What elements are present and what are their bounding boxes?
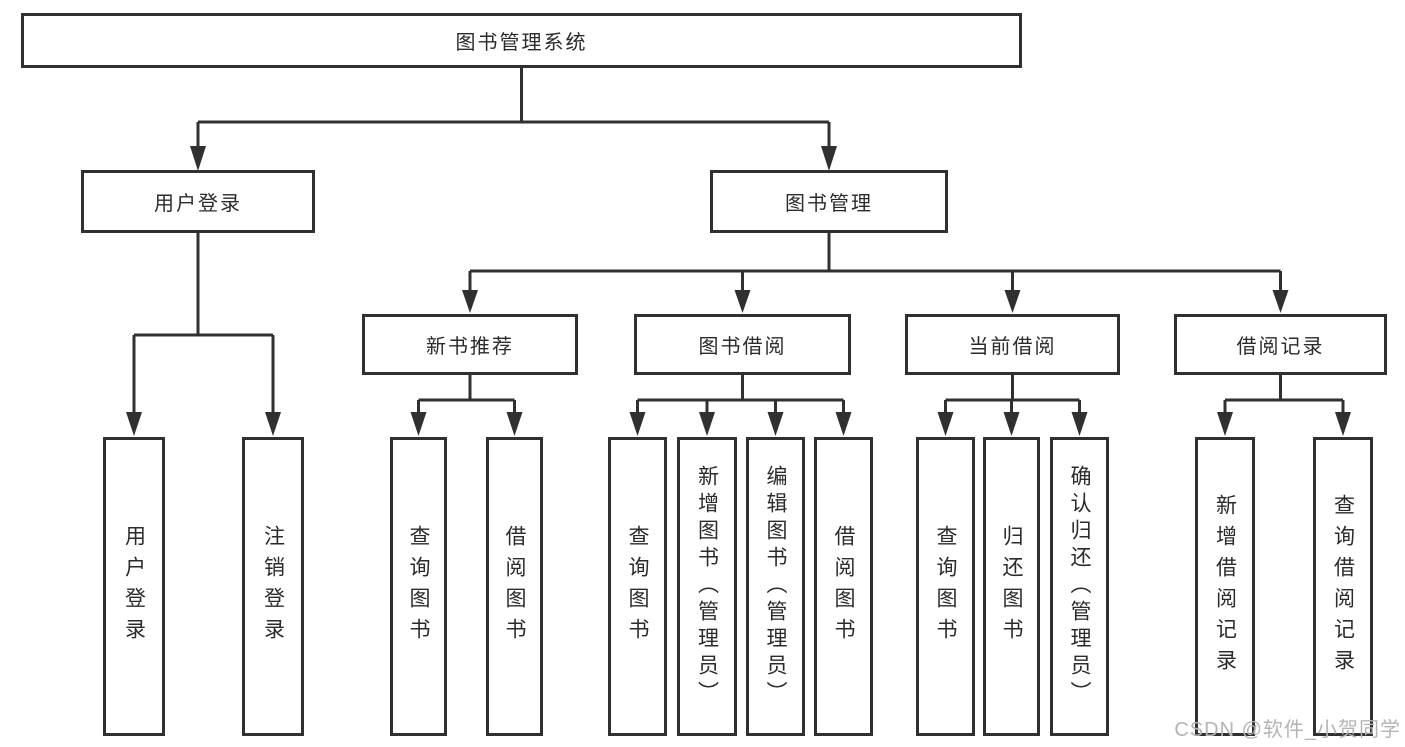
leaf-label: 归还图书 [1000,524,1023,649]
leaf-label: 新增图书（管理员） [695,465,719,708]
connector-book-management [468,233,1282,292]
connector-borrowing-records [1223,375,1345,414]
node-current-borrowing: 当前借阅 [905,314,1120,375]
leaf-confirm-return-admin: 确认归还（管理员） [1050,437,1109,736]
connector-book-borrowing [636,375,845,414]
leaf-query-books-current: 查询图书 [916,437,975,736]
node-root: 图书管理系统 [21,13,1022,68]
connector-current-borrowing [944,375,1081,414]
leaf-return-books: 归还图书 [983,437,1040,736]
arrowheads [126,146,1351,436]
leaf-query-borrow-record: 查询借阅记录 [1313,437,1373,736]
leaf-borrow-books-recommend: 借阅图书 [486,437,543,736]
leaf-label: 借阅图书 [503,524,526,649]
leaf-query-books-borrowing: 查询图书 [608,437,667,736]
node-book-borrowing: 图书借阅 [634,314,851,375]
leaf-query-books-recommend: 查询图书 [390,437,447,736]
leaf-label: 用户登录 [122,524,146,649]
leaf-label: 确认归还（管理员） [1068,465,1091,708]
csdn-watermark: CSDN @软件_小贺同学 [1174,719,1401,741]
leaf-label: 查询图书 [407,524,430,649]
leaf-label: 新增借阅记录 [1213,493,1237,680]
connector-new-book-recommend [417,375,516,414]
node-borrowing-records: 借阅记录 [1174,314,1387,375]
leaf-label: 注销登录 [261,524,285,649]
node-book-management: 图书管理 [710,170,948,233]
leaf-logout: 注销登录 [242,437,304,736]
leaf-add-book-admin: 新增图书（管理员） [677,437,737,736]
leaf-label: 查询图书 [934,524,957,649]
leaf-edit-book-admin: 编辑图书（管理员） [746,437,805,736]
leaf-user-login: 用户登录 [103,437,165,736]
leaf-borrow-books-borrowing: 借阅图书 [814,437,873,736]
node-user-login: 用户登录 [81,170,315,233]
leaf-add-borrow-record: 新增借阅记录 [1195,437,1255,736]
leaf-label: 编辑图书（管理员） [764,465,787,708]
connector-user-login [132,233,275,414]
leaf-label: 查询图书 [626,524,649,649]
connector-root [196,68,831,148]
leaf-label: 查询借阅记录 [1331,493,1355,680]
node-new-book-recommend: 新书推荐 [362,314,578,375]
leaf-label: 借阅图书 [832,524,855,649]
